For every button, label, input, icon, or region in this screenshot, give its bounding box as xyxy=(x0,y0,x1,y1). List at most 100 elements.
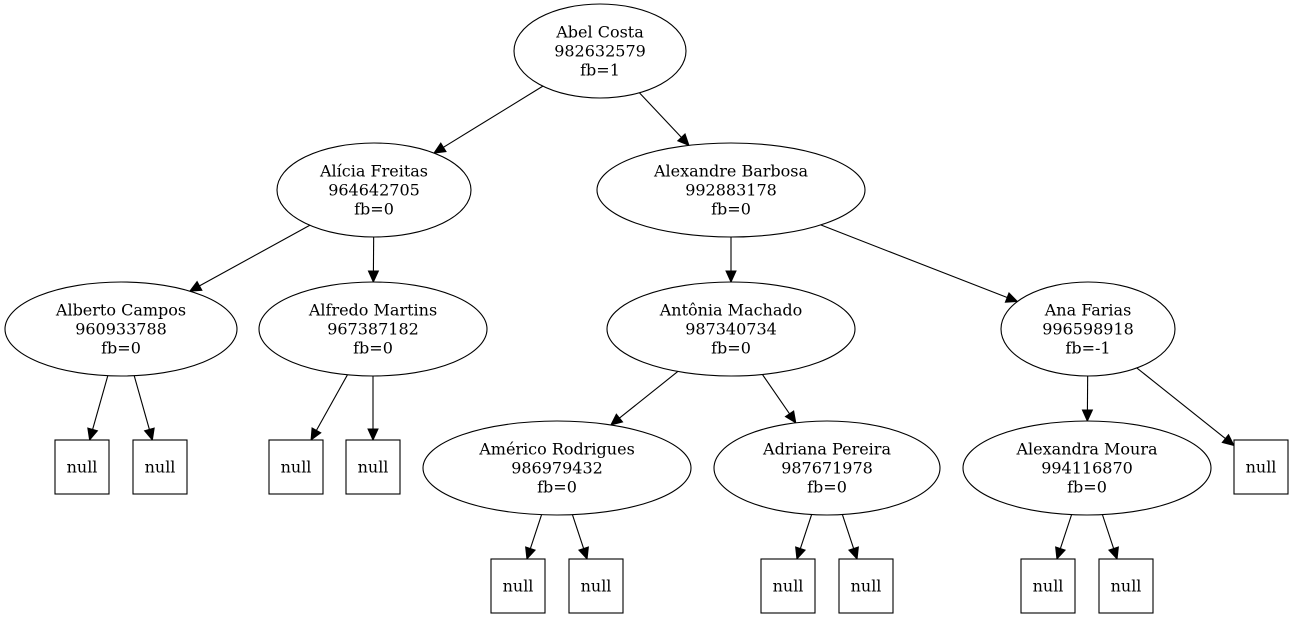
edge-line xyxy=(638,92,682,138)
node-ellipse xyxy=(276,142,472,238)
node-phone: 992883178 xyxy=(685,181,777,200)
null-box xyxy=(345,439,401,495)
node-name: Alexandra Moura xyxy=(1015,440,1157,459)
arrowhead-icon xyxy=(188,280,203,292)
edge-alexandra-right xyxy=(1101,514,1119,561)
node-balance-factor: fb=1 xyxy=(580,61,620,80)
node-balance-factor: fb=-1 xyxy=(1065,339,1110,358)
node-balance-factor: fb=0 xyxy=(354,200,394,219)
edge-abel-right xyxy=(638,92,690,147)
null-box xyxy=(1098,558,1154,614)
null-label: null xyxy=(1033,577,1064,596)
null-leaf-n8: null xyxy=(760,558,816,614)
node-balance-factor: fb=0 xyxy=(1067,478,1107,497)
arrowhead-icon xyxy=(1221,433,1235,447)
arrowhead-icon xyxy=(676,133,690,147)
edge-line xyxy=(133,375,150,430)
edge-line xyxy=(1059,514,1073,549)
node-ellipse xyxy=(422,420,692,516)
null-box xyxy=(568,558,624,614)
arrowhead-icon xyxy=(1055,546,1067,561)
null-box xyxy=(54,439,110,495)
node-balance-factor: fb=0 xyxy=(537,478,577,497)
node-ellipse xyxy=(596,142,866,238)
arrowhead-icon xyxy=(143,427,155,442)
edge-ana-right xyxy=(1136,367,1235,447)
edge-abel-left xyxy=(432,85,544,154)
edge-line xyxy=(443,85,544,148)
node-phone: 960933788 xyxy=(75,320,167,339)
null-leaf-n5: null xyxy=(1233,439,1289,495)
arrowhead-icon xyxy=(784,410,797,424)
node-name: Abel Costa xyxy=(555,23,644,42)
edge-alberto-left xyxy=(87,375,109,442)
edge-line xyxy=(841,514,855,549)
edge-alexandra-left xyxy=(1055,514,1073,561)
null-box xyxy=(838,558,894,614)
null-label: null xyxy=(145,458,176,477)
edge-alexandre-left xyxy=(725,237,737,284)
null-label: null xyxy=(773,577,804,596)
node-name: Américo Rodrigues xyxy=(478,440,635,459)
node-ellipse xyxy=(258,281,488,377)
node-phone: 987671978 xyxy=(781,459,873,478)
arrowhead-icon xyxy=(609,413,624,426)
edge-line xyxy=(92,375,109,430)
arrowhead-icon xyxy=(847,546,859,561)
null-leaf-n6: null xyxy=(490,558,546,614)
arrowhead-icon xyxy=(795,546,807,561)
edge-line xyxy=(1136,367,1226,440)
edge-antonia-right xyxy=(761,374,797,424)
arrowhead-icon xyxy=(1081,409,1094,423)
edge-antonia-left xyxy=(609,371,679,426)
edge-line xyxy=(529,514,543,549)
null-leaf-n2: null xyxy=(132,439,188,495)
node-balance-factor: fb=0 xyxy=(353,339,393,358)
node-balance-factor: fb=0 xyxy=(711,339,751,358)
node-balance-factor: fb=0 xyxy=(101,339,141,358)
edge-alberto-right xyxy=(133,375,155,442)
edge-adriana-right xyxy=(841,514,859,561)
null-label: null xyxy=(358,458,389,477)
null-leaf-n3: null xyxy=(268,439,324,495)
node-ellipse xyxy=(606,281,856,377)
node-name: Alberto Campos xyxy=(55,301,186,320)
arrowhead-icon xyxy=(725,270,737,284)
arrowhead-icon xyxy=(432,142,447,154)
node-balance-factor: fb=0 xyxy=(711,200,751,219)
node-phone: 982632579 xyxy=(554,42,646,61)
null-label: null xyxy=(581,577,612,596)
node-ellipse xyxy=(4,281,238,377)
null-label: null xyxy=(503,577,534,596)
node-ellipse xyxy=(1000,281,1176,377)
arrowhead-icon xyxy=(1004,291,1019,303)
node-name: Alexandre Barbosa xyxy=(653,162,808,181)
edge-americo-left xyxy=(525,514,543,561)
null-box xyxy=(490,558,546,614)
edge-alicia-left xyxy=(188,224,311,292)
edge-line xyxy=(571,514,585,549)
arrowhead-icon xyxy=(577,546,589,561)
node-name: Alfredo Martins xyxy=(308,301,437,320)
node-phone: 987340734 xyxy=(685,320,777,339)
null-leaf-n7: null xyxy=(568,558,624,614)
node-balance-factor: fb=0 xyxy=(807,478,847,497)
edge-alexandre-right xyxy=(820,224,1019,303)
edge-alfredo-right xyxy=(367,376,379,442)
arrowhead-icon xyxy=(310,427,322,442)
node-phone: 967387182 xyxy=(327,320,419,339)
arrowhead-icon xyxy=(525,546,537,561)
null-label: null xyxy=(67,458,98,477)
edges xyxy=(87,85,1235,561)
null-box xyxy=(760,558,816,614)
node-name: Antônia Machado xyxy=(659,301,803,320)
edge-americo-right xyxy=(571,514,589,561)
